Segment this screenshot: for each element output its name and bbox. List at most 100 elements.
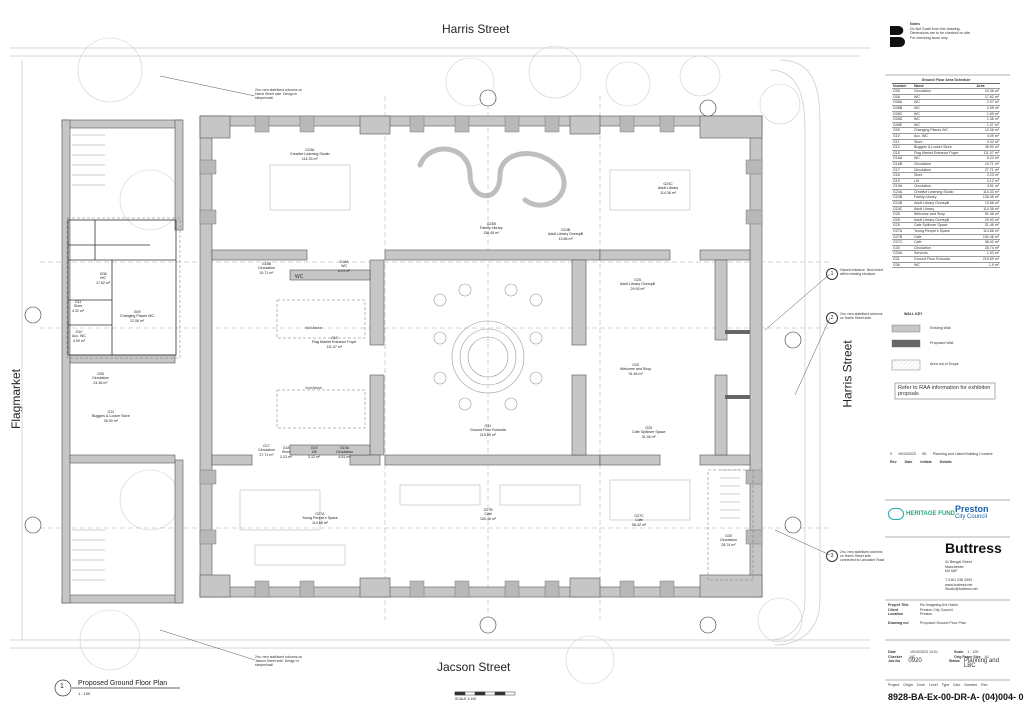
room-area: 114.68 m² xyxy=(312,520,328,525)
room-id: G24A xyxy=(305,148,315,152)
status-label: Status xyxy=(948,659,960,664)
location: Preston xyxy=(920,612,933,617)
area-schedule-cell: Store xyxy=(912,172,976,179)
callout-bubble-1: 1 xyxy=(826,268,838,280)
buttress-wordmark: Buttress xyxy=(945,540,1002,556)
room-area: 111.07 m² xyxy=(326,344,343,349)
preston-bottom: City Council xyxy=(955,514,988,520)
room-name: Store xyxy=(281,450,291,455)
area-schedule-cell: Cafe xyxy=(912,239,976,246)
grid-lines xyxy=(40,96,830,620)
room-name: WC xyxy=(341,264,348,269)
key-scope-label: Area out of Scope xyxy=(930,362,959,366)
area-schedule-cell: G08C xyxy=(892,111,913,118)
area-schedule-cell: G18 xyxy=(892,172,913,179)
room-id: G25 xyxy=(645,426,653,430)
key-note: Refer to RAA information for exhibiton p… xyxy=(898,385,991,398)
area-schedule-cell: G27C xyxy=(892,239,913,246)
revision-date: 19/10/2023 xyxy=(898,452,916,456)
callout-leaders xyxy=(159,75,831,661)
room-id: G24B xyxy=(486,222,496,226)
area-schedule-cell: G16B xyxy=(892,161,913,168)
area-schedule-cell: 17.62 m² xyxy=(975,94,1000,101)
address-line: M4 6AF xyxy=(945,569,958,574)
date-value: 19/10/2023 14:01 xyxy=(910,650,938,654)
room-name: Cafe xyxy=(635,518,643,523)
key-existing-label: Existing Wall xyxy=(930,326,951,330)
rotunda-centre xyxy=(433,283,543,411)
code-headers: Project Origin Zone Level Type Disc Numb… xyxy=(888,683,1008,688)
room-area: 3.12 m² xyxy=(308,454,321,459)
area-schedule-cell: G25 xyxy=(892,211,913,218)
room-name: Family Library xyxy=(480,226,503,231)
room-id: G11 xyxy=(74,300,82,304)
plan-title: Proposed Ground Floor Plan xyxy=(78,680,168,687)
area-schedule-cell: G12 xyxy=(892,144,913,151)
checker-value: NC xyxy=(910,654,916,659)
area-schedule-title: Ground Floor Area Schedule xyxy=(892,78,1000,84)
library-wave-shelf xyxy=(417,146,567,208)
plan-title-bubble xyxy=(54,679,180,697)
buttress-address: 41 Bengal Street Manchester M4 6AF xyxy=(945,560,972,574)
area-schedule-cell: 6.23 m² xyxy=(975,155,1000,162)
room-id: G25 xyxy=(632,363,640,367)
area-schedule-cell: G16A xyxy=(892,155,913,162)
notes-line: Dimensions are to be checked on site. xyxy=(910,31,971,36)
area-schedule-cell: G27B xyxy=(892,234,913,241)
wall-key: WALL KEY xyxy=(892,312,1002,317)
notes-line: For checking issue only. xyxy=(910,35,949,40)
callout-bubble-3: 3 xyxy=(826,550,838,562)
room-id: G17 xyxy=(263,444,270,448)
area-schedule-cell: Cafe xyxy=(912,234,976,241)
area-schedule-cell: 1.36 m² xyxy=(975,116,1000,123)
area-schedule-cell: G08D xyxy=(892,116,913,123)
wall-key-swatches xyxy=(891,324,996,400)
plan-number: 1 xyxy=(60,683,64,690)
area-schedule-cell: G08A xyxy=(892,99,913,106)
code-header: Project xyxy=(888,683,900,687)
room-name: Lift xyxy=(311,450,317,455)
code-header: Zone xyxy=(916,683,925,687)
title-block-frame xyxy=(885,74,1010,681)
area-schedule-cell: Adult Library Overspill xyxy=(912,200,976,207)
room-id: G31 xyxy=(484,424,492,428)
street-kerbs xyxy=(10,47,870,649)
room-id: G10 xyxy=(75,330,83,334)
room-id: G24B xyxy=(560,228,571,232)
contact-line: Studio@buttress.net xyxy=(945,587,978,592)
key-proposed-label: Proposed Wall xyxy=(930,341,954,345)
room-area: 12.06 m² xyxy=(129,318,145,323)
callout-text-east2: 2no. new stabilised columns on Harris St… xyxy=(840,312,883,320)
area-schedule-cell: 111.07 m² xyxy=(975,150,1000,157)
furniture xyxy=(239,164,691,566)
room-name: Circulation xyxy=(258,266,275,271)
callout-text-east3: 2no. new stabilised columns on Harris St… xyxy=(840,550,885,562)
area-schedule-cell: WC xyxy=(912,99,976,106)
room-id: G24C xyxy=(663,182,673,186)
area-schedule-cell: G24B xyxy=(892,200,913,207)
area-schedule-cell: 1.9 m² xyxy=(975,262,1000,269)
project-title-label: Project Title xyxy=(888,603,909,607)
room-area: 136.45 m² xyxy=(483,230,500,235)
room-id: G27B xyxy=(483,508,493,512)
preston-top: Preston xyxy=(955,504,989,514)
area-schedule-cell: G15 xyxy=(892,150,913,157)
code-header: Number xyxy=(964,683,978,687)
area-schedule-cell: Circulation xyxy=(912,183,976,190)
area-schedule-cell: WC xyxy=(912,262,976,269)
